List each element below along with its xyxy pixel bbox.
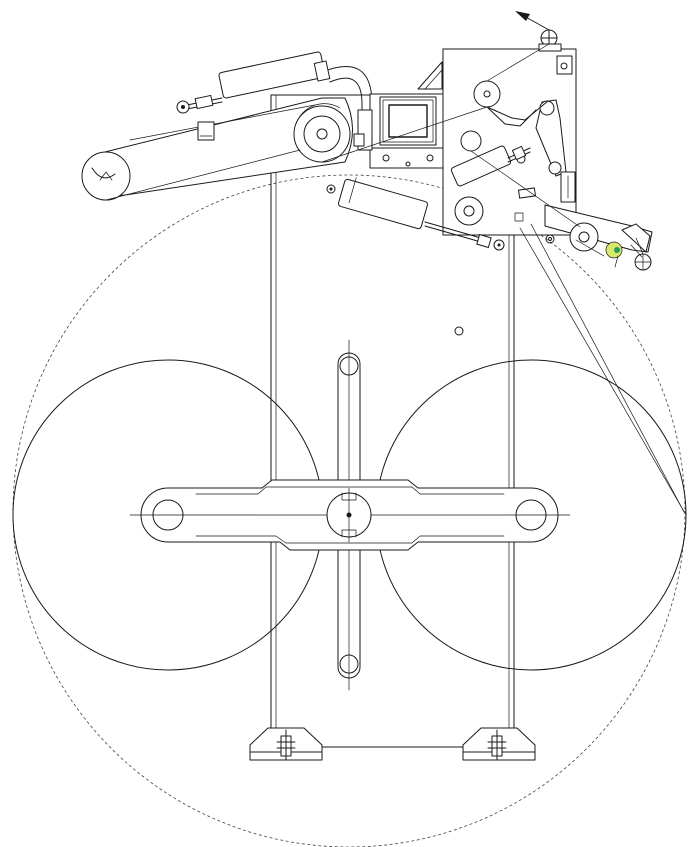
foot-bracket-left	[249, 727, 323, 761]
motor-housing	[353, 93, 444, 169]
central-hub	[326, 487, 372, 543]
frame-hole	[454, 326, 464, 336]
left-pneumatic-cylinder	[176, 51, 331, 114]
foot-bracket-right	[462, 727, 536, 761]
anchor-bolt-icon	[487, 729, 507, 761]
left-dancer-arm	[81, 51, 373, 201]
sensor-icon	[605, 241, 623, 268]
direction-arrow-icon	[515, 11, 550, 31]
swing-envelope-circle	[12, 174, 686, 847]
adjustment-screw-icon	[538, 29, 562, 52]
right-dancer-arm	[544, 204, 653, 271]
lower-pneumatic-cylinder	[326, 177, 505, 251]
web-path	[105, 106, 687, 516]
anchor-bolt-icon	[276, 729, 296, 761]
mechanism-plate	[417, 11, 577, 244]
right-pneumatic-cylinder	[450, 145, 531, 187]
